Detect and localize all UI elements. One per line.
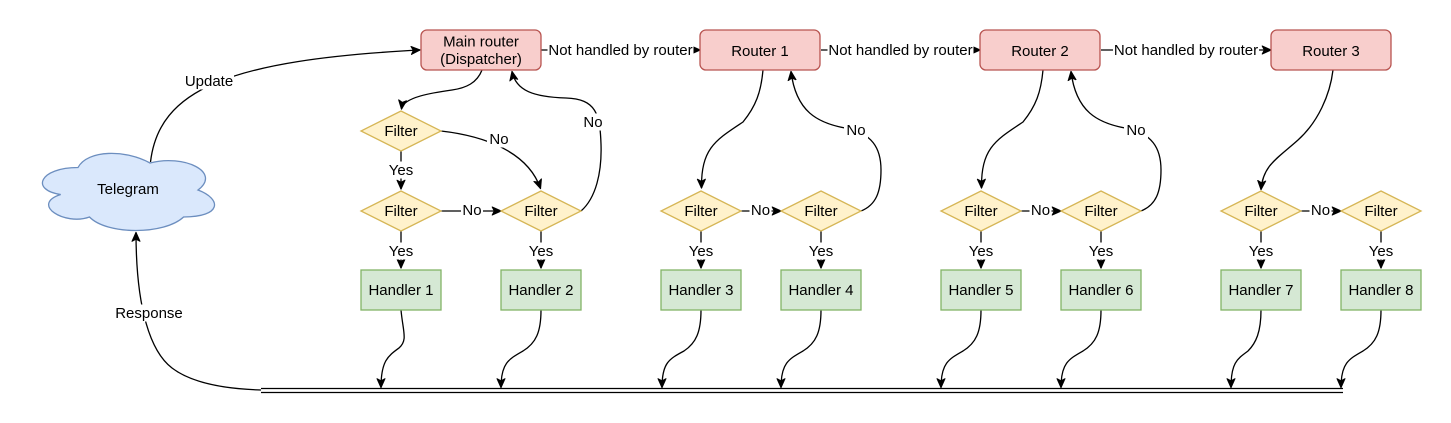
svg-text:No: No [462,202,481,219]
svg-text:Filter: Filter [1364,203,1397,220]
svg-text:Router 2: Router 2 [1011,43,1069,60]
svg-text:Yes: Yes [389,162,413,179]
svg-text:Yes: Yes [1249,243,1273,260]
svg-text:Update: Update [185,73,233,90]
svg-text:Handler 4: Handler 4 [788,282,853,299]
svg-text:Not handled by router: Not handled by router [548,42,692,59]
svg-text:Filter: Filter [384,123,417,140]
svg-text:Handler 3: Handler 3 [668,282,733,299]
svg-text:Filter: Filter [964,203,997,220]
svg-text:Handler 1: Handler 1 [368,282,433,299]
svg-text:Filter: Filter [524,203,557,220]
svg-text:Filter: Filter [1084,203,1117,220]
svg-text:Not handled by router: Not handled by router [1114,42,1258,59]
svg-text:Handler 2: Handler 2 [508,282,573,299]
svg-text:Router 3: Router 3 [1302,43,1360,60]
svg-text:Handler 5: Handler 5 [948,282,1013,299]
svg-text:Filter: Filter [804,203,837,220]
svg-text:Response: Response [115,305,183,322]
svg-text:Yes: Yes [529,243,553,260]
svg-text:Yes: Yes [1089,243,1113,260]
svg-text:Yes: Yes [1369,243,1393,260]
svg-text:Filter: Filter [384,203,417,220]
svg-text:No: No [751,202,770,219]
svg-text:No: No [1126,122,1145,139]
svg-text:Filter: Filter [684,203,717,220]
svg-text:No: No [583,114,602,131]
svg-text:Yes: Yes [689,243,713,260]
svg-text:Yes: Yes [809,243,833,260]
svg-text:No: No [1031,202,1050,219]
svg-text:Handler 7: Handler 7 [1228,282,1293,299]
svg-text:No: No [489,131,508,148]
svg-text:Main router: Main router [443,34,519,51]
svg-text:Handler 6: Handler 6 [1068,282,1133,299]
svg-text:Yes: Yes [969,243,993,260]
svg-text:Not handled by router: Not handled by router [828,42,972,59]
svg-text:Router 1: Router 1 [731,43,789,60]
svg-text:No: No [1311,202,1330,219]
svg-text:(Dispatcher): (Dispatcher) [440,51,522,68]
svg-text:Handler 8: Handler 8 [1348,282,1413,299]
svg-text:Filter: Filter [1244,203,1277,220]
svg-text:Telegram: Telegram [97,181,159,198]
svg-text:No: No [846,122,865,139]
svg-text:Yes: Yes [389,243,413,260]
